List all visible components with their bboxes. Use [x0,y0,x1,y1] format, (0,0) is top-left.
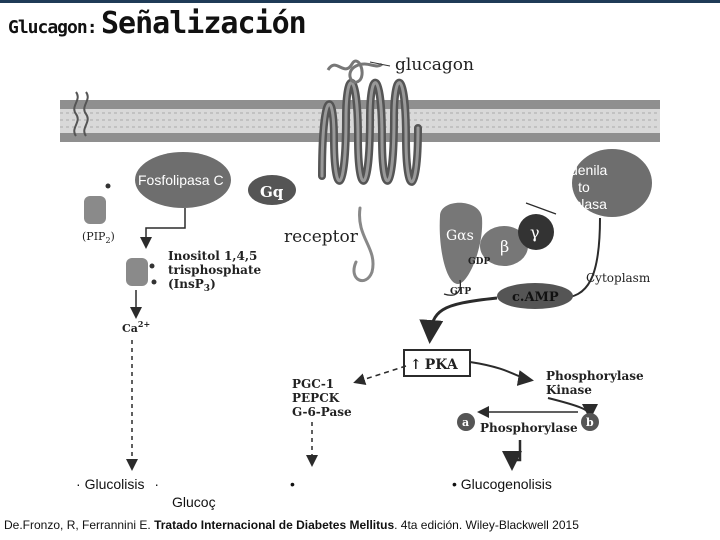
camp-label: c.AMP [512,290,559,305]
pka-to-genes-arrow [353,365,407,385]
gdp-label: GDP [468,257,490,267]
pip2-label: (PIP2) [82,230,115,245]
camp-bubble [497,283,573,309]
insp3-molecule [126,258,157,286]
pka-box [403,349,471,377]
ac-to-camp-line [559,217,601,299]
plc-to-insp3-arrow [140,208,186,249]
phosphorylase-label: Phosphorylase [480,421,578,435]
fosfolipasa-c-label: Fosfolipasa C [138,172,224,188]
glucagon-label: glucagon [395,55,474,75]
gq-label: Gq [260,183,284,201]
gluconeogenesis-fragment: Glucoç [172,494,216,510]
g6pase-label: G-6-Pase [292,405,352,419]
phosphorylase-b-label: b [586,416,594,429]
fosfolipasa-c-bubble [135,152,231,208]
phosphorylase-to-glucogenolisis-arrow [502,440,522,471]
phosphorylase-a-circle [457,413,475,431]
beta-subunit [480,226,528,266]
phosphorylase-a-label: a [462,416,469,429]
receptor-label: receptor [284,227,359,247]
glucagon-receptor [318,78,422,283]
adenilato-ciclasa-label: Adenila to Ciclasa [560,162,608,212]
pgc1-label: PGC-1 [292,377,334,391]
citation-book: Tratado Internacional de Diabetes Mellit… [154,518,395,532]
kinase-to-b-arrow [547,397,598,420]
glucogenolisis-label: Glucogenolisis [460,476,552,492]
title-main: Señalización [101,6,307,41]
bullet-gluconeogenesis: Glucoç [172,494,216,510]
glucagon-leader [369,61,391,67]
bullet-dot: · [154,476,160,492]
gtp-label: GTP [450,287,471,297]
ca-label: Ca2+ [122,319,150,335]
beta-label: β [500,237,509,256]
phos-kinase-line-2: Kinase [546,383,592,397]
gamma-label: γ [530,223,540,242]
gq-protein [248,175,296,205]
glucagon-signaling-figure: glucagon receptor Gq (PIP2) Inositol 1,4… [60,48,660,518]
title-prefix: Glucagon: [8,17,98,38]
pathway-diagram: glucagon receptor Gq (PIP2) Inositol 1,4… [60,55,660,471]
camp-to-pka-arrow [419,296,498,344]
citation-rest: . 4ta edición. Wiley-Blackwell 2015 [394,518,579,532]
pka-to-kinase-arrow [469,361,534,386]
slide-title: Glucagon: Señalización [8,6,307,46]
inositol-line-1: Inositol 1,4,5 [168,249,257,263]
pka-label: ↑PKA [410,357,459,373]
lipid-squiggles [73,91,89,137]
citation: De.Fronzo, R, Ferrannini E. Tratado Inte… [4,518,579,532]
top-rule [0,0,720,3]
phos-kinase-line-1: Phosphorylase [546,369,644,383]
pip2-molecule [84,183,111,224]
phosphorylase-b-circle [581,413,599,431]
cytoplasm-label: Cytoplasm [586,271,651,285]
citation-authors: De.Fronzo, R, Ferrannini E. [4,518,151,532]
glucagon-peptide [326,59,384,84]
ac-connector [525,202,557,215]
bullet-glucolisis: · Glucolisis · [76,476,159,492]
inositol-line-2: trisphosphate [168,263,261,277]
adenilato-ciclasa-bubble [572,149,652,217]
bullet-dot-center: • [290,476,295,492]
inositol-line-3: (InsP3) [168,277,216,294]
gdp-gtp-arc [443,279,462,296]
glucolisis-label: Glucolisis [84,476,145,492]
bullet-dot: · [76,476,81,492]
g-alpha-s-subunit [439,202,483,284]
g-alpha-s-label: Gαs [446,228,474,244]
bullet-dot: • [452,476,457,492]
pepck-label: PEPCK [292,391,340,405]
bullet-glucogenolisis: • Glucogenolisis [452,476,552,492]
gamma-subunit [518,214,554,250]
